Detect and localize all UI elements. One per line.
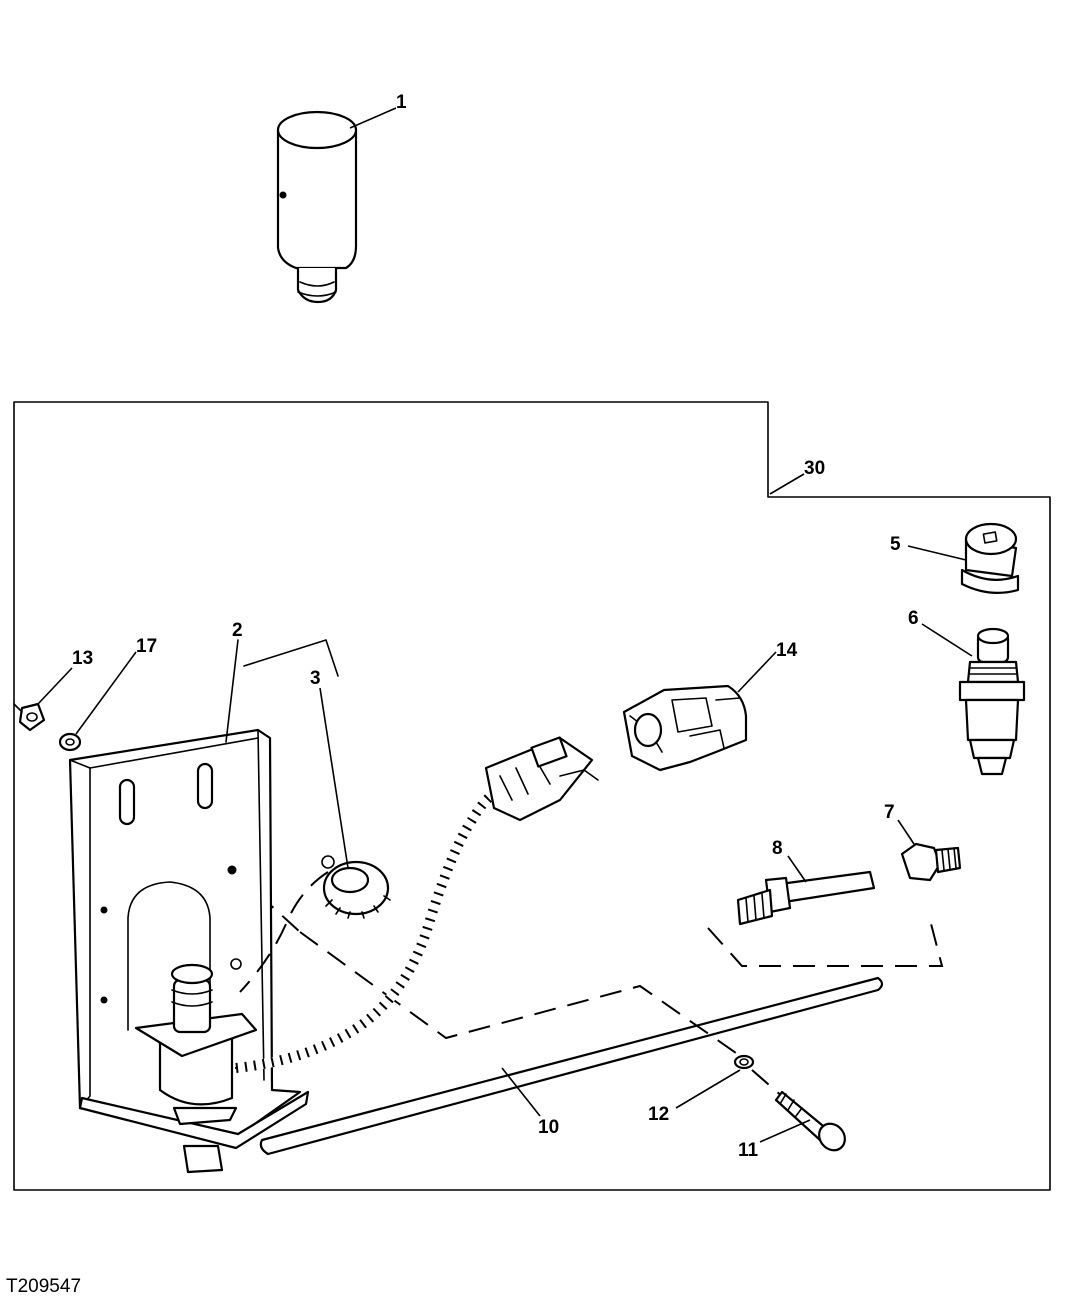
callout-11: 11 — [738, 1140, 759, 1161]
callout-5: 5 — [890, 534, 901, 555]
callout-3: 3 — [310, 668, 321, 689]
callout-12: 12 — [648, 1104, 669, 1125]
part-7-fitting — [900, 842, 962, 882]
leader-11 — [759, 1119, 811, 1143]
part-1-canister — [276, 110, 358, 304]
part-3-cap-chain — [239, 855, 391, 993]
part-12-washer — [733, 1054, 755, 1070]
figure-id: T209547 — [6, 1276, 81, 1297]
callout-1: 1 — [396, 92, 407, 113]
leader-6 — [921, 623, 973, 657]
part-13-nut — [13, 702, 46, 732]
bracket-7-8 — [707, 919, 944, 967]
callout-17: 17 — [136, 636, 157, 657]
part-2-bracket — [68, 728, 310, 1150]
part-11-screw — [751, 1069, 846, 1152]
callout-14: 14 — [776, 640, 798, 661]
part-6-switch — [958, 627, 1026, 776]
kit-outline — [13, 401, 1051, 1191]
part-17-washer — [58, 732, 82, 752]
leader-7 — [897, 819, 915, 845]
leader-17 — [75, 651, 137, 735]
callout-6: 6 — [908, 608, 919, 629]
leader-3 — [319, 687, 349, 869]
assembly-line-bracket — [299, 931, 747, 1061]
part-solenoid — [134, 963, 258, 1174]
callout-13: 13 — [72, 648, 93, 669]
callout-7: 7 — [884, 802, 895, 823]
part-14-connector-housing — [622, 684, 748, 772]
callout-8: 8 — [772, 838, 783, 859]
part-5-cap — [960, 522, 1020, 595]
leader-10 — [501, 1067, 541, 1117]
leader-8 — [787, 855, 807, 883]
callout-30: 30 — [804, 458, 825, 479]
callout-2: 2 — [232, 620, 243, 641]
leader-12 — [675, 1069, 741, 1109]
leader-13 — [37, 667, 73, 705]
leader-2 — [225, 639, 339, 743]
leader-5 — [907, 545, 967, 561]
leader-30 — [769, 473, 805, 495]
leader-14 — [737, 651, 777, 693]
part-8-valve-stem — [736, 870, 876, 926]
leader-1 — [349, 107, 397, 129]
callout-10: 10 — [538, 1117, 559, 1138]
part-wire-harness — [234, 736, 599, 1073]
part-10-rod — [259, 976, 884, 1156]
